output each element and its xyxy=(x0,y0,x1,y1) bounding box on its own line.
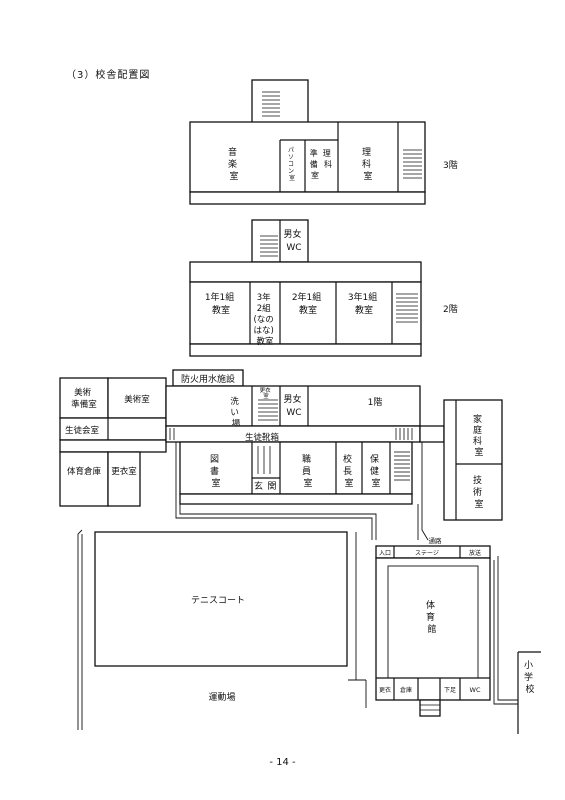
room-prep: 準 備 室 xyxy=(310,148,321,180)
label-health: 保 健 室 xyxy=(370,453,382,489)
floor-1: 美術 準備室 美術室 生徒会室 体育倉庫 更衣室 防火用水施設 洗 い 場 更衣… xyxy=(59,369,503,521)
label-stage: ステージ xyxy=(415,550,439,557)
label-gym: 体 育 館 xyxy=(426,599,438,635)
label-principal: 校 長 室 xyxy=(343,453,355,489)
stair-lines-3f-top xyxy=(262,91,280,117)
room-2-1: 2年1組 教室 xyxy=(292,291,324,316)
page-heading: （3）校舎配置図 xyxy=(66,70,151,81)
label-home-ec: 家 庭 科 室 xyxy=(473,413,485,458)
room-pc: パ ソ コ ン 室 xyxy=(288,147,296,182)
gymnasium: 通路 入口 ステージ 放送 体 育 館 更衣 倉庫 下足 WC xyxy=(375,536,491,717)
floor2-block xyxy=(189,281,422,345)
label-small-room: 更衣 室 xyxy=(260,386,273,400)
label-art: 美術室 xyxy=(124,394,150,405)
floor-3: 音 楽 室 パ ソ コ ン 室 準 備 室 理 科 理 科 室 3階 xyxy=(189,79,458,205)
floor-2-label: 2階 xyxy=(443,304,458,315)
south-corridor xyxy=(179,493,413,505)
room-pe-storage xyxy=(59,451,109,507)
room-art-prep xyxy=(59,377,109,419)
room-music: 音 楽 室 xyxy=(228,146,240,182)
label-gym-storage: 放送 xyxy=(469,549,481,557)
label-gym-shoes: 下足 xyxy=(444,687,456,694)
label-corridor: 通路 xyxy=(429,536,443,545)
label-gym-changing: 更衣 xyxy=(379,686,391,694)
label-gym-warehouse: 倉庫 xyxy=(400,686,412,694)
passage-hatch xyxy=(169,428,413,440)
room-1-1: 1年1組 教室 xyxy=(205,291,237,316)
label-tech: 技 術 室 xyxy=(473,474,485,510)
label-gym-entry: 入口 xyxy=(379,550,391,557)
label-gym-wc: WC xyxy=(470,686,481,694)
tennis-court xyxy=(94,531,348,667)
label-lockers: 生徒靴箱 xyxy=(245,432,280,443)
stair-lines-1f xyxy=(258,399,278,421)
room-art xyxy=(107,377,167,419)
stair-lines-east xyxy=(394,451,410,481)
east-wing xyxy=(443,399,503,521)
label-sports-ground: 運動場 xyxy=(208,691,235,703)
label-student-council: 生徒会室 xyxy=(65,425,100,436)
gym-hall xyxy=(375,557,491,701)
room-3-1: 3年1組 教室 xyxy=(348,291,380,316)
walkways xyxy=(175,442,518,705)
grounds: テニスコート 運動場 xyxy=(77,529,367,730)
elementary-school: 小 学 校 xyxy=(517,651,541,734)
page-number: - 14 - xyxy=(269,757,296,768)
floor2-corridor xyxy=(189,261,422,283)
main-block-north xyxy=(165,385,421,427)
room-prep-science: 理 科 xyxy=(323,149,334,169)
wc-2f: 男女 WC xyxy=(284,228,305,253)
east-connector xyxy=(419,425,445,443)
wc-1f: 男女 WC xyxy=(284,393,305,418)
floor2-corridor-bottom xyxy=(189,343,422,357)
label-elementary-school: 小 学 校 xyxy=(524,660,536,695)
stair-lines-3f-right xyxy=(403,149,422,179)
floor3-block xyxy=(189,121,426,193)
room-3-2: 3年 2組 (なの はな) 教室 xyxy=(253,292,276,347)
floor-1-label: 1階 xyxy=(368,397,383,408)
label-entrance: 玄 関 xyxy=(254,480,276,492)
stair-lines-2f-top xyxy=(260,235,278,257)
label-tennis-court: テニスコート xyxy=(191,595,245,606)
entrance-lines xyxy=(257,446,271,474)
label-pe-storage: 体育倉庫 xyxy=(67,466,102,477)
room-science: 理 科 室 xyxy=(362,147,374,182)
floor3-corridor xyxy=(189,191,426,205)
room-changing xyxy=(107,451,141,507)
label-washroom: 洗 い 場 xyxy=(230,396,241,429)
floor-2: 男女 WC 1年1組 教室 3年 2組 (なの はな) 教室 2年1組 教 xyxy=(189,219,458,357)
west-corridor xyxy=(59,439,167,453)
stair-lines-2f-right xyxy=(396,293,418,323)
floor-3-label: 3階 xyxy=(443,160,458,171)
label-art-prep: 美術 準備室 xyxy=(71,387,97,410)
label-library: 図 書 室 xyxy=(210,454,222,489)
main-block-south xyxy=(179,441,413,495)
label-staff-room: 職 員 室 xyxy=(302,454,314,489)
label-changing: 更衣室 xyxy=(111,466,137,477)
gym-steps xyxy=(419,699,441,717)
label-fire-water: 防火用水施設 xyxy=(181,373,235,385)
main-corridor-1f xyxy=(165,425,421,443)
